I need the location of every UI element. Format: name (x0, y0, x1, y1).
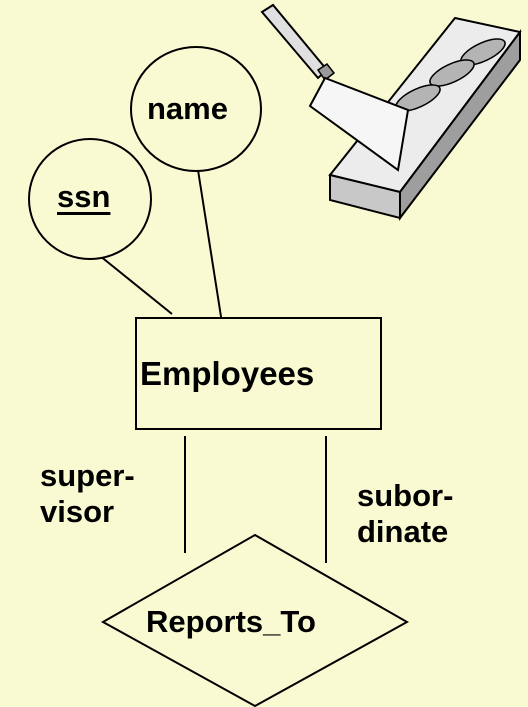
subordinate-line-1: subor- (357, 478, 454, 513)
name-attribute-ellipse (130, 46, 262, 172)
employees-entity-box (135, 317, 382, 430)
subordinate-line-2: dinate (357, 513, 449, 549)
reports-to-relationship-diamond (100, 533, 410, 707)
subordinate-role-label: subor- dinate (357, 478, 453, 549)
name-link (197, 169, 223, 324)
supervisor-role-label: super- visor (40, 458, 135, 529)
employees-entity-label: Employees (140, 355, 315, 392)
supervisor-line-2: visor (40, 493, 115, 529)
ssn-attribute-label: ssn (57, 179, 111, 214)
ssn-attribute-ellipse (28, 138, 152, 260)
brick-trowel-icon (260, 3, 522, 221)
name-attribute-label: name (147, 91, 228, 126)
supervisor-line-1: super- (40, 458, 135, 493)
reports-to-relationship-label: Reports_To (146, 604, 316, 639)
